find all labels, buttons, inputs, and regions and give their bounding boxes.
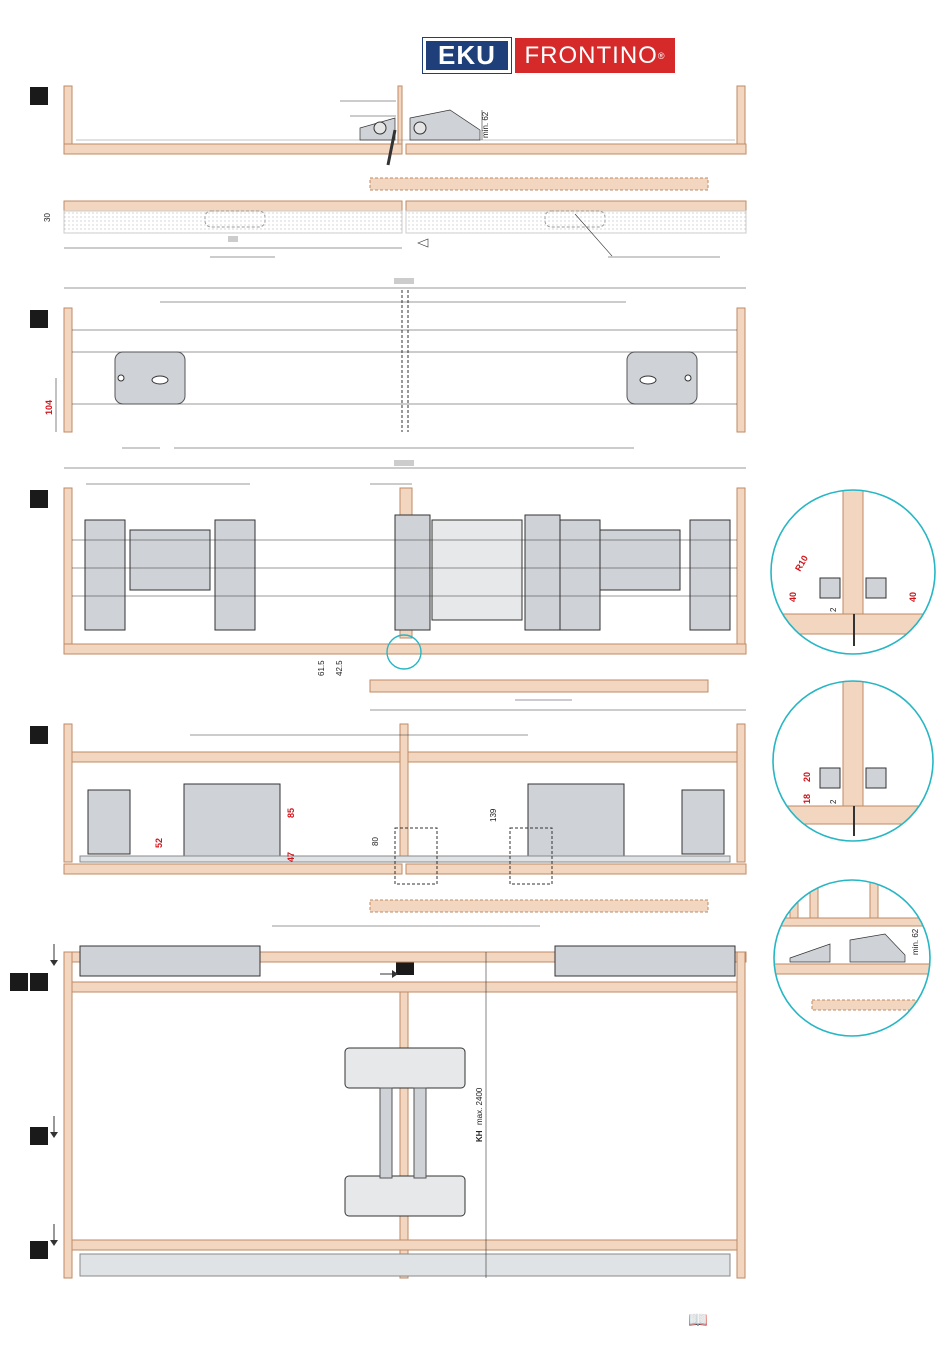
mechanism-body [432, 520, 522, 620]
detail-circle-3: min. 62 [770, 878, 940, 1048]
middle-post [400, 992, 408, 1278]
runner-assembly [525, 515, 560, 630]
detail-circle-2: 20 18 2 [770, 680, 940, 850]
center-mark [394, 278, 414, 284]
cabinet-side-right [737, 308, 745, 432]
lower-frame [72, 1240, 737, 1250]
detail-circle-1: R10 40 40 2 [770, 490, 940, 660]
middle-post [400, 724, 408, 862]
bottom-track [80, 1254, 730, 1276]
cabinet-side-right [737, 86, 745, 144]
dim-47: 47 [286, 852, 296, 862]
dim-kh: KH [475, 1130, 484, 1142]
runner-assembly [690, 520, 730, 630]
door-glass-right [406, 211, 746, 233]
mechanism-body [600, 530, 680, 590]
dim-min62: min. 62 [481, 111, 490, 138]
runner-assembly [215, 520, 255, 630]
cabinet-side-right [737, 724, 745, 862]
middle-divider [398, 86, 402, 144]
door-panel-left [64, 144, 402, 154]
mounting-plate-left [115, 352, 185, 404]
bracket-plate [682, 790, 724, 854]
dim-30: 30 [43, 213, 52, 222]
upper-frame [72, 982, 737, 992]
dim-80: 80 [371, 837, 380, 846]
door-panel-dashed [370, 900, 708, 912]
cabinet-side-left [64, 952, 72, 1278]
dim-40b: 40 [908, 592, 918, 602]
arrow-icon [50, 1132, 58, 1138]
cabinet-side-left [64, 488, 72, 644]
top-runner-right [555, 946, 735, 976]
door-panel [370, 680, 708, 692]
dim-20: 20 [802, 772, 812, 782]
section-2: 104 [44, 278, 746, 448]
cabinet-side-right [737, 952, 745, 1278]
mechanism-top [360, 110, 480, 165]
mechanism-body [130, 530, 210, 590]
runner-assembly [560, 520, 600, 630]
mechanism-plate [528, 784, 624, 858]
runner-assembly [395, 515, 430, 630]
section-4: 85 52 47 80 139 [64, 724, 746, 926]
dim-2a: 2 [829, 607, 838, 612]
arrow-icon [50, 1240, 58, 1246]
arrow-icon [418, 239, 428, 247]
door-panel-right-plan [406, 201, 746, 211]
door-glass-left [64, 211, 402, 233]
dim-min62b: min. 62 [911, 928, 920, 955]
dim-104: 104 [44, 400, 54, 415]
door-panel-left-plan [64, 201, 402, 211]
dim-42-5: 42.5 [335, 660, 344, 676]
dim-139: 139 [489, 808, 498, 822]
bottom-board-right [406, 864, 746, 874]
book-icon: 📖 [688, 1310, 708, 1330]
bracket-plate [88, 790, 130, 854]
dim-18: 18 [802, 794, 812, 804]
center-mark [394, 460, 414, 466]
bottom-track [80, 856, 730, 862]
bottom-board [64, 644, 746, 654]
door-panel-dashed [370, 178, 708, 190]
mechanism-plate [184, 784, 280, 858]
door-panel-right [406, 144, 746, 154]
dim-2b: 2 [829, 799, 838, 804]
cabinet-side-right [737, 488, 745, 644]
dim-kh-max: max. 2400 [475, 1087, 484, 1125]
section-3: 61.5 42.5 [64, 460, 746, 710]
dim-52: 52 [154, 838, 164, 848]
arrow-icon [50, 960, 58, 966]
dim-40a: 40 [788, 592, 798, 602]
dim-85: 85 [286, 808, 296, 818]
door-connector-lower [345, 1176, 465, 1216]
section-1: min. 62 30 [43, 86, 746, 257]
section-5: KH max. 2400 [50, 944, 746, 1278]
cabinet-side-left [64, 724, 72, 862]
dim-61-5: 61.5 [317, 660, 326, 676]
door-connector-upper [345, 1048, 465, 1088]
cabinet-side-left [64, 308, 72, 432]
cabinet-side-left [64, 86, 72, 144]
arrow-icon [392, 970, 398, 978]
top-runner-left [80, 946, 260, 976]
bottom-board-left [64, 864, 402, 874]
runner-assembly [85, 520, 125, 630]
